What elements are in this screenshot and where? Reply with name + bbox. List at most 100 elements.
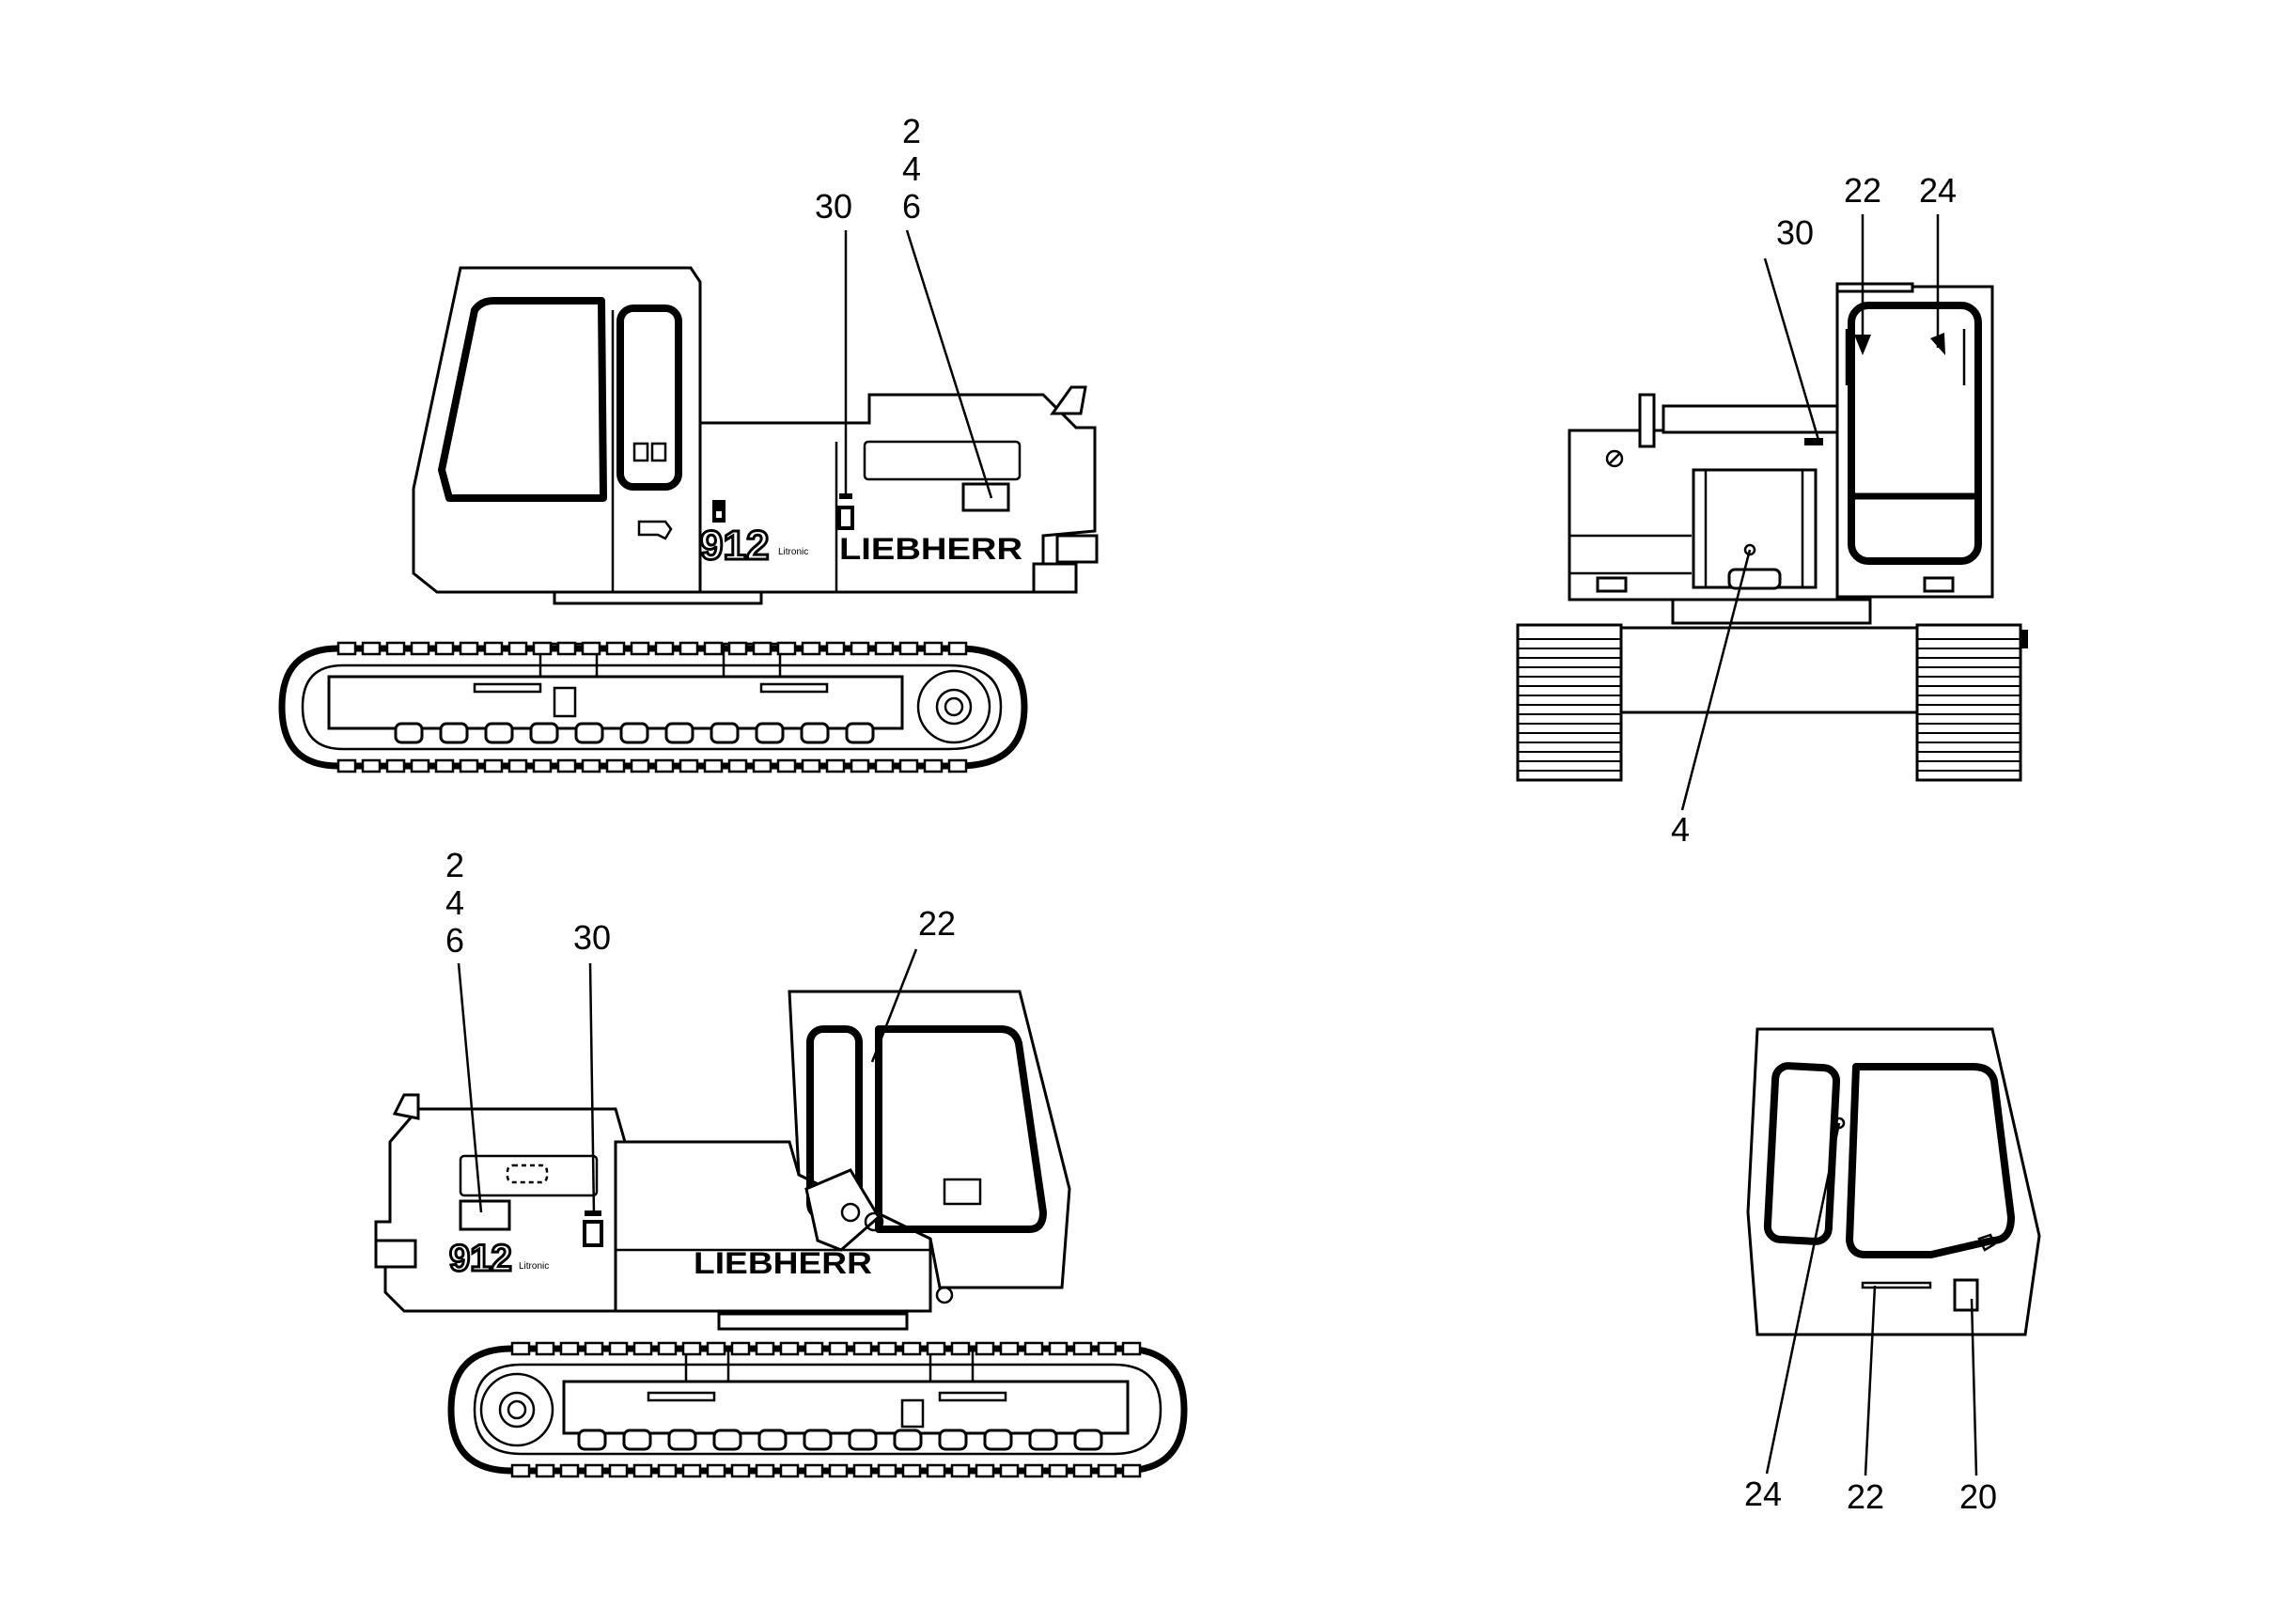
track-link (559, 1463, 580, 1478)
track-roller (439, 722, 469, 744)
track-link (630, 758, 650, 773)
callout-24: 24 (1744, 1475, 1782, 1513)
track-link (947, 641, 968, 656)
track-link (681, 1341, 702, 1356)
track-link (434, 641, 455, 656)
track-roller (667, 1429, 697, 1451)
track-link (703, 758, 724, 773)
track-roller (800, 722, 830, 744)
track-link (632, 1463, 653, 1478)
track-roller (803, 1429, 833, 1451)
track-roller (1028, 1429, 1058, 1451)
callout-30: 30 (573, 918, 611, 957)
track-link (776, 641, 797, 656)
track-link (776, 758, 797, 773)
track-link (950, 1463, 971, 1478)
callout-2: 2 (445, 846, 464, 884)
track-link (459, 758, 479, 773)
track-link (1048, 1341, 1069, 1356)
track-link (556, 641, 577, 656)
track-link (584, 1463, 604, 1478)
track-link (755, 1341, 775, 1356)
track-link (975, 1341, 995, 1356)
track-link (654, 641, 675, 656)
track-roller (484, 722, 514, 744)
track-link (605, 758, 626, 773)
track-link (630, 641, 650, 656)
callout-24: 24 (1919, 171, 1957, 210)
track-link (901, 1341, 922, 1356)
track-links (336, 641, 1142, 1478)
excavator-left-side-view: 912 Litronic LIEBHERR 2 4 6 30 (278, 112, 1099, 770)
cab-detail-view: 24 22 20 (1744, 1027, 2041, 1516)
track-link (752, 641, 772, 656)
track-roller (394, 722, 424, 744)
track-link (877, 1341, 897, 1356)
track-link (926, 1463, 946, 1478)
track-link (1048, 1463, 1069, 1478)
callout-30: 30 (815, 187, 852, 226)
track-link (1072, 1341, 1093, 1356)
track-link (874, 641, 895, 656)
track-link (410, 758, 430, 773)
track-link (852, 1463, 873, 1478)
track-link (581, 641, 601, 656)
track-roller (938, 1429, 968, 1451)
callout-4: 4 (902, 149, 921, 188)
track-link (1121, 1341, 1142, 1356)
track-roller (710, 722, 740, 744)
track-link (581, 758, 601, 773)
track-link (535, 1341, 555, 1356)
track-link (510, 1463, 531, 1478)
track-roller (845, 722, 875, 744)
track-link (901, 1463, 922, 1478)
track-link (852, 1341, 873, 1356)
track-link (559, 1341, 580, 1356)
callout-22: 22 (918, 904, 956, 943)
track-link (850, 758, 870, 773)
track-link (923, 641, 944, 656)
track-link (779, 1463, 800, 1478)
track-link (410, 641, 430, 656)
callout-2: 2 (902, 112, 921, 150)
track-link (385, 641, 406, 656)
track-link (950, 1341, 971, 1356)
track-link (1023, 1463, 1044, 1478)
track-link (730, 1463, 751, 1478)
model-suffix-decal: Litronic (778, 547, 808, 557)
track-link (336, 641, 357, 656)
track-link (703, 641, 724, 656)
track-roller (577, 1429, 607, 1451)
callout-30: 30 (1776, 213, 1814, 252)
track-link (801, 641, 821, 656)
callout-4: 4 (445, 883, 464, 922)
track-link (336, 758, 357, 773)
track-roller (1073, 1429, 1103, 1451)
track-roller (757, 1429, 788, 1451)
track-link (632, 1341, 653, 1356)
track-link (507, 758, 528, 773)
callout-4: 4 (1671, 810, 1690, 849)
track-roller (712, 1429, 742, 1451)
track-link (801, 758, 821, 773)
track-link (608, 1341, 629, 1356)
track-link (804, 1463, 824, 1478)
track-link (535, 1463, 555, 1478)
track-link (459, 641, 479, 656)
track-link (483, 758, 504, 773)
track-link (434, 758, 455, 773)
track-link (605, 641, 626, 656)
track-link (679, 641, 699, 656)
callout-22: 22 (1847, 1477, 1884, 1516)
track-link (608, 1463, 629, 1478)
brand-logo-decal: LIEBHERR (839, 532, 1022, 566)
track-link (1023, 1341, 1044, 1356)
track-link (385, 758, 406, 773)
track-link (999, 1463, 1020, 1478)
brand-logo-decal: LIEBHERR (694, 1246, 872, 1280)
track-link (361, 641, 382, 656)
track-link (828, 1341, 849, 1356)
track-link (975, 1463, 995, 1478)
excavator-right-side-view: 912 Litronic LIEBHERR 2 4 6 30 22 (374, 846, 1188, 1475)
